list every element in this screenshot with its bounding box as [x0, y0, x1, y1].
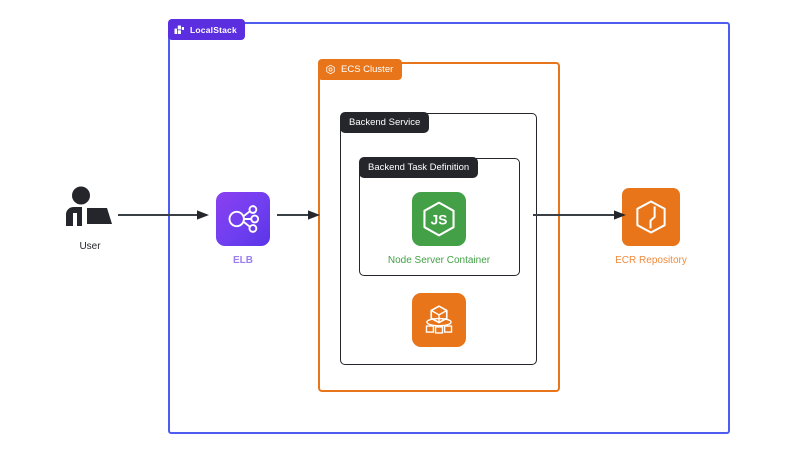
user-at-laptop-icon: [66, 186, 112, 226]
elb-tile: [216, 192, 270, 246]
node-user: User: [50, 186, 130, 252]
backend-task-definition-label: Backend Task Definition: [368, 162, 470, 173]
nodejs-icon: JS: [423, 201, 455, 237]
ecs-task-tile: [412, 293, 466, 347]
ecs-cluster-icon: [326, 64, 335, 75]
arrow-backend-service-to-ecr: [533, 210, 626, 220]
node-ecs-task: [412, 293, 466, 347]
ecr-repository-icon: [636, 200, 666, 234]
localstack-boundary: [168, 22, 730, 434]
arrow-user-to-elb: [118, 210, 209, 220]
ecr-tile: [622, 188, 680, 246]
node-elb: ELB: [209, 192, 277, 266]
node-node-server-container: JS Node Server Container: [369, 192, 509, 266]
elastic-load-balancer-icon: [228, 205, 260, 233]
ecs-cluster-boundary: [318, 62, 560, 392]
localstack-logo-icon: [174, 25, 184, 34]
ecs-cluster-badge: ECS Cluster: [318, 59, 403, 80]
elb-label: ELB: [233, 255, 253, 266]
backend-service-badge: Backend Service: [340, 112, 430, 133]
backend-task-definition-badge: Backend Task Definition: [359, 157, 479, 178]
arrow-elb-to-ecs-cluster: [277, 210, 320, 220]
ecs-task-container-icon: [425, 305, 453, 334]
nodejs-tile: JS: [412, 192, 466, 246]
ecs-cluster-label: ECS Cluster: [341, 64, 394, 75]
localstack-badge: LocalStack: [168, 19, 245, 40]
node-server-container-label: Node Server Container: [387, 255, 491, 266]
user-label: User: [79, 241, 101, 252]
svg-text:JS: JS: [431, 212, 448, 227]
ecr-repository-label: ECR Repository: [615, 255, 687, 266]
backend-service-label: Backend Service: [349, 117, 421, 128]
localstack-label: LocalStack: [190, 24, 237, 35]
node-ecr-repository: ECR Repository: [591, 188, 711, 266]
